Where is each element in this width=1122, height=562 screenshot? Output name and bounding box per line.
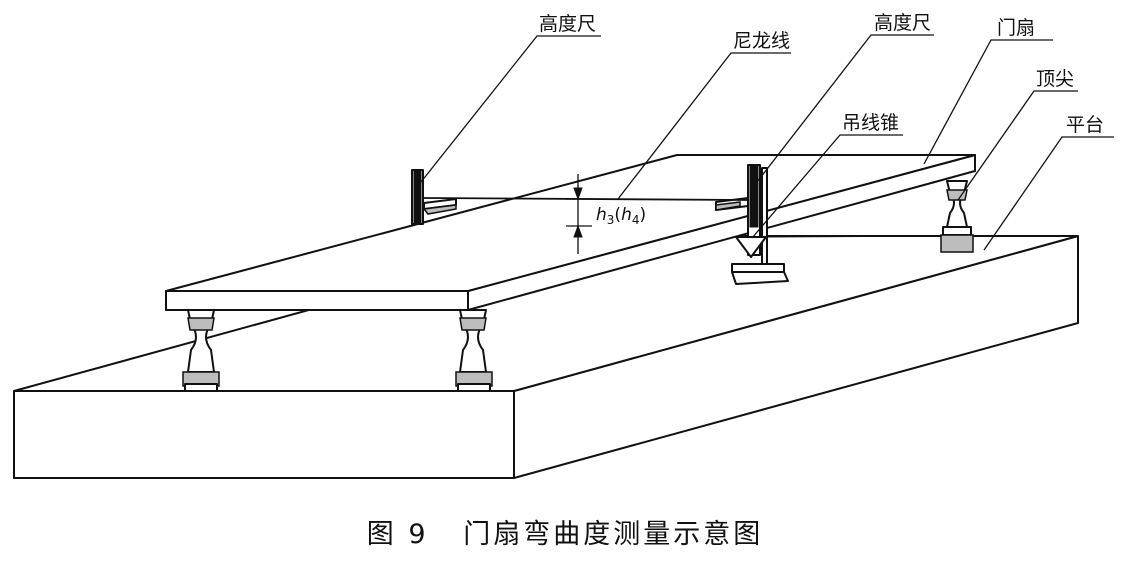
top-tip-front-right xyxy=(455,309,493,392)
label-height-gauge-right: 高度尺 xyxy=(874,12,931,34)
label-platform: 平台 xyxy=(1066,114,1104,136)
platform xyxy=(13,235,1079,479)
dimension-h3-h4: h3(h4) xyxy=(566,174,646,254)
plumb-bob-cone xyxy=(735,236,767,258)
leader-platform xyxy=(983,136,1114,251)
dimension-label: h3(h4) xyxy=(596,205,646,227)
leader-nylon-line xyxy=(617,52,791,200)
top-tip-back-right xyxy=(940,180,974,253)
leader-height-gauge-left xyxy=(420,35,601,183)
label-height-gauge-left: 高度尺 xyxy=(539,13,596,35)
height-gauge-left xyxy=(411,169,457,225)
leader-height-gauge-right xyxy=(756,34,934,183)
label-plumb-bob: 吊线锥 xyxy=(842,112,899,134)
door-leaf xyxy=(165,154,976,311)
leader-door-leaf xyxy=(923,39,1053,165)
top-tip-front-left xyxy=(182,309,220,392)
door-leaf-top-face xyxy=(165,154,976,292)
label-top-tip: 顶尖 xyxy=(1036,68,1074,90)
label-door-leaf: 门扇 xyxy=(997,17,1035,39)
platform-front-face xyxy=(13,390,515,479)
door-leaf-front-edge xyxy=(165,290,469,311)
height-gauge-right xyxy=(715,164,789,285)
leader-lines xyxy=(420,34,1114,251)
leader-top-tip xyxy=(957,90,1078,201)
leader-plumb-bob xyxy=(751,134,903,239)
figure-caption: 图 9 门扇弯曲度测量示意图 xyxy=(367,519,764,550)
label-nylon-line: 尼龙线 xyxy=(733,30,790,52)
plumb-reference-line xyxy=(739,235,951,238)
